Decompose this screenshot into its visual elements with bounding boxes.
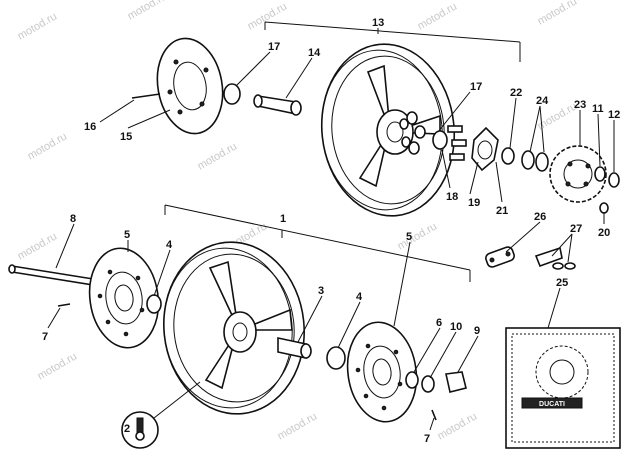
callout-18: 18 [446,191,458,203]
rear-brake-disc [156,37,224,135]
bracket-13 [264,21,521,62]
callout-2: 2 [124,423,130,435]
carrier-bearing [501,147,515,165]
sprocket-studs [447,125,467,161]
callout-4-left: 4 [166,239,173,251]
callout-7-left: 7 [42,331,48,343]
front-wheel [163,241,305,415]
valve-inset [121,381,201,449]
callout-20: 20 [598,227,610,239]
cush-drive-rubbers [399,111,426,155]
watermark-layer: motod.ru motod.ru motod.ru motod.ru moto… [16,0,580,443]
callout-24: 24 [536,95,549,107]
svg-text:motod.ru: motod.ru [196,140,240,172]
callout-3: 3 [318,285,324,297]
front-bearing-left [146,294,162,314]
callout-27: 27 [570,223,582,235]
callout-15: 15 [120,131,132,143]
rear-spacer [253,94,302,116]
chain-link [485,246,515,268]
callout-17-right: 17 [470,81,482,93]
callout-12: 12 [608,109,620,121]
svg-text:motod.ru: motod.ru [36,350,80,382]
callout-8: 8 [70,213,76,225]
front-brake-disc-right [346,321,418,423]
callout-26: 26 [534,211,546,223]
callout-21: 21 [496,205,508,217]
disc-bolt [131,93,161,99]
callout-5-left: 5 [124,229,130,241]
rear-bearing-right [432,130,448,150]
callout-14: 14 [308,47,321,59]
callout-11: 11 [592,103,604,115]
callout-19: 19 [468,197,480,209]
rear-wheel [320,43,456,217]
svg-text:motod.ru: motod.ru [16,230,60,262]
bracket-1 [164,204,471,282]
sprocket-washer [608,172,620,188]
callout-23: 23 [574,99,586,111]
svg-text:motod.ru: motod.ru [26,130,70,162]
callout-7-right: 7 [424,433,430,445]
callout-10: 10 [450,321,462,333]
axle-nut [445,371,467,393]
svg-text:motod.ru: motod.ru [536,0,580,28]
callout-25: 25 [556,277,568,289]
front-seal [405,371,419,389]
callout-labels: 13 17 14 16 15 17 18 19 21 22 24 23 11 1… [42,17,620,445]
callout-6: 6 [436,317,442,329]
seal-a [521,150,535,170]
callout-1: 1 [280,213,286,225]
front-bearing-right [326,346,346,370]
sprocket-small-nut [599,202,609,214]
callout-5-right: 5 [406,231,412,243]
leader-lines [47,51,615,431]
front-washer [421,375,435,393]
svg-text:motod.ru: motod.ru [16,10,60,42]
svg-text:motod.ru: motod.ru [126,0,170,23]
callout-13: 13 [372,17,384,29]
callout-4-right: 4 [356,291,363,303]
callout-22: 22 [510,87,522,99]
rear-sprocket [549,145,607,203]
front-spacer [277,337,312,359]
front-brake-disc-left [88,247,160,349]
sprocket-carrier [471,126,499,172]
decal-text: DUCATI [539,401,565,408]
svg-text:motod.ru: motod.ru [396,220,440,252]
rear-bearing-left [223,83,241,105]
callout-9: 9 [474,325,480,337]
sprocket-decal-panel: DUCATI [505,327,621,449]
callout-16: 16 [84,121,96,133]
callout-17-left: 17 [268,41,280,53]
disc-bolt-right [431,409,437,421]
svg-text:motod.ru: motod.ru [246,0,290,32]
svg-text:motod.ru: motod.ru [436,410,480,442]
svg-text:motod.ru: motod.ru [276,410,320,442]
svg-text:motod.ru: motod.ru [416,0,460,32]
seal-b [535,152,549,172]
sprocket-nut [594,166,606,182]
disc-bolt-left [57,303,71,307]
